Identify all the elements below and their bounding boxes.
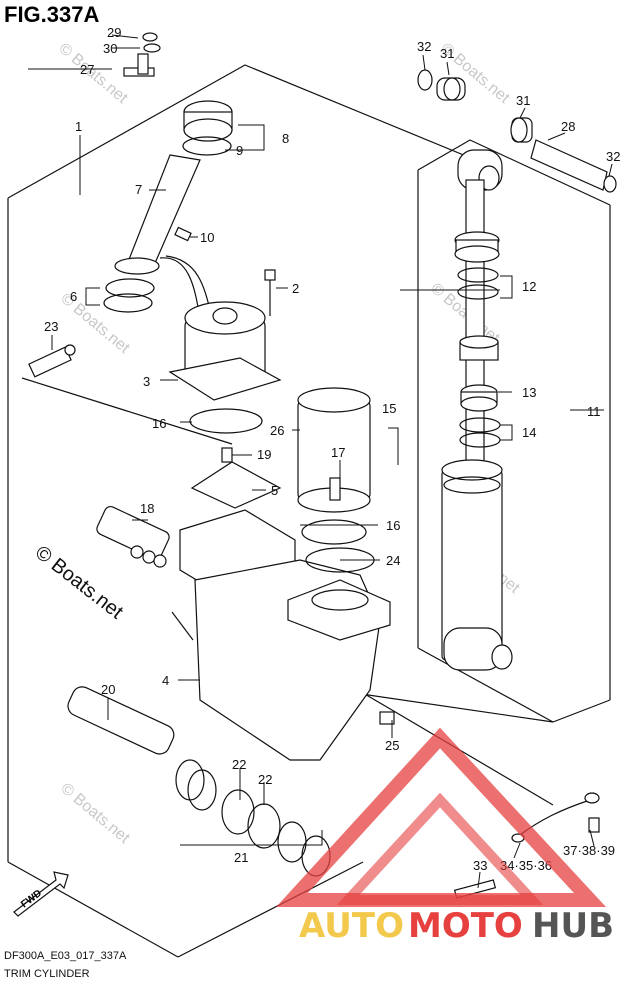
manual-valve-parts <box>67 505 331 877</box>
part-label-33: 33 <box>473 858 487 873</box>
part-label-11: 11 <box>587 404 601 419</box>
part-labels: 1 2 3 4 5 6 7 8 9 10 11 12 13 14 15 16 1… <box>44 25 620 873</box>
leader-lines <box>28 34 613 889</box>
part-label-31a: 31 <box>440 46 454 61</box>
part-label-6: 6 <box>70 289 77 304</box>
part-label-12: 12 <box>522 279 536 294</box>
figure-code: DF300A_E03_017_337A <box>4 950 127 962</box>
part-label-31b: 31 <box>516 93 530 108</box>
part-label-24: 24 <box>386 553 400 568</box>
part-label-26: 26 <box>270 423 284 438</box>
watermark-text: © Boats.net <box>57 780 133 847</box>
watermark-text-dark: © Boats.net <box>31 542 127 624</box>
part-label-10: 10 <box>200 230 214 245</box>
part-label-28: 28 <box>561 119 575 134</box>
trim-body <box>179 387 391 761</box>
figure-caption: TRIM CYLINDER <box>4 968 90 980</box>
part-label-19: 19 <box>257 447 271 462</box>
assembly-outline <box>7 64 611 958</box>
part-label-32b: 32 <box>606 149 620 164</box>
part-label-29: 29 <box>107 25 121 40</box>
part-label-32a: 32 <box>417 39 431 54</box>
fwd-arrow: FWD <box>13 871 69 917</box>
part-label-34-35-36: 34·35·36 <box>500 858 552 873</box>
part-label-16a: 16 <box>152 416 166 431</box>
part-label-20: 20 <box>101 682 115 697</box>
part-label-16b: 16 <box>386 518 400 533</box>
figure-title: FIG.337A <box>4 2 100 27</box>
logo-moto: MOTO <box>408 906 523 946</box>
part-label-27: 27 <box>80 62 94 77</box>
part-label-25: 25 <box>385 738 399 753</box>
part-label-3: 3 <box>143 374 150 389</box>
part-label-13: 13 <box>522 385 536 400</box>
logo-auto: AUTO <box>299 906 404 946</box>
piston-pin-parts <box>417 69 617 193</box>
part-label-15: 15 <box>382 401 396 416</box>
automotohub-logo: AUTO MOTO HUB <box>276 727 614 946</box>
part-label-18: 18 <box>140 501 154 516</box>
part-label-37-38-39: 37·38·39 <box>563 843 615 858</box>
part-label-17: 17 <box>331 445 345 460</box>
part-label-14: 14 <box>522 425 536 440</box>
part-label-7: 7 <box>135 182 142 197</box>
part-label-30: 30 <box>103 41 117 56</box>
logo-hub: HUB <box>532 906 614 946</box>
part-label-21: 21 <box>234 850 248 865</box>
part-label-22a: 22 <box>232 757 246 772</box>
part-label-9: 9 <box>236 143 243 158</box>
part-label-8: 8 <box>282 131 289 146</box>
part-label-5: 5 <box>271 483 278 498</box>
part-label-4: 4 <box>162 673 169 688</box>
part-label-23: 23 <box>44 319 58 334</box>
part-label-2: 2 <box>292 281 299 296</box>
small-parts <box>28 32 282 509</box>
part-label-22b: 22 <box>258 772 272 787</box>
trim-cylinder <box>441 149 513 671</box>
pump-motor <box>103 100 282 434</box>
part-label-1: 1 <box>75 119 82 134</box>
